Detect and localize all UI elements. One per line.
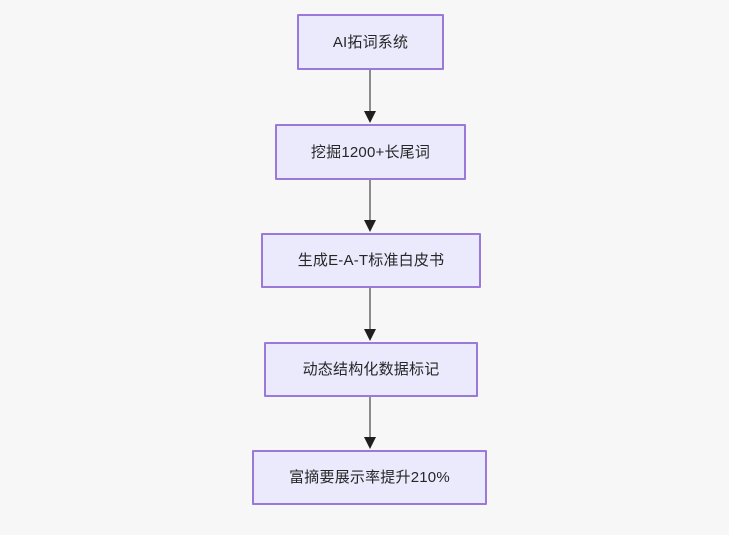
flowchart-node-3[interactable]: 生成E-A-T标准白皮书 <box>261 233 481 288</box>
flowchart-node-1-label: AI拓词系统 <box>332 33 409 51</box>
flowchart-node-5-label: 富摘要展示率提升210% <box>289 469 450 486</box>
flowchart-edge-1-to-2 <box>364 70 376 123</box>
arrowhead-icon-3 <box>364 329 376 341</box>
flowchart-node-4[interactable]: 动态结构化数据标记 <box>264 342 478 397</box>
flowchart-node-4-label: 动态结构化数据标记 <box>302 361 440 378</box>
flowchart-node-2-label: 挖掘1200+长尾词 <box>310 143 431 161</box>
arrowhead-icon-2 <box>364 220 376 232</box>
flowchart-node-2[interactable]: 挖掘1200+长尾词 <box>275 124 466 180</box>
arrowhead-icon-4 <box>364 437 376 449</box>
flowchart-node-3-label: 生成E-A-T标准白皮书 <box>297 252 445 269</box>
flowchart-node-1[interactable]: AI拓词系统 <box>297 14 444 70</box>
flowchart-edge-3-to-4 <box>364 288 376 341</box>
flowchart-edge-4-to-5 <box>364 397 376 449</box>
flowchart-node-5[interactable]: 富摘要展示率提升210% <box>252 450 487 505</box>
arrowhead-icon-1 <box>364 111 376 123</box>
flowchart-edge-2-to-3 <box>364 180 376 232</box>
